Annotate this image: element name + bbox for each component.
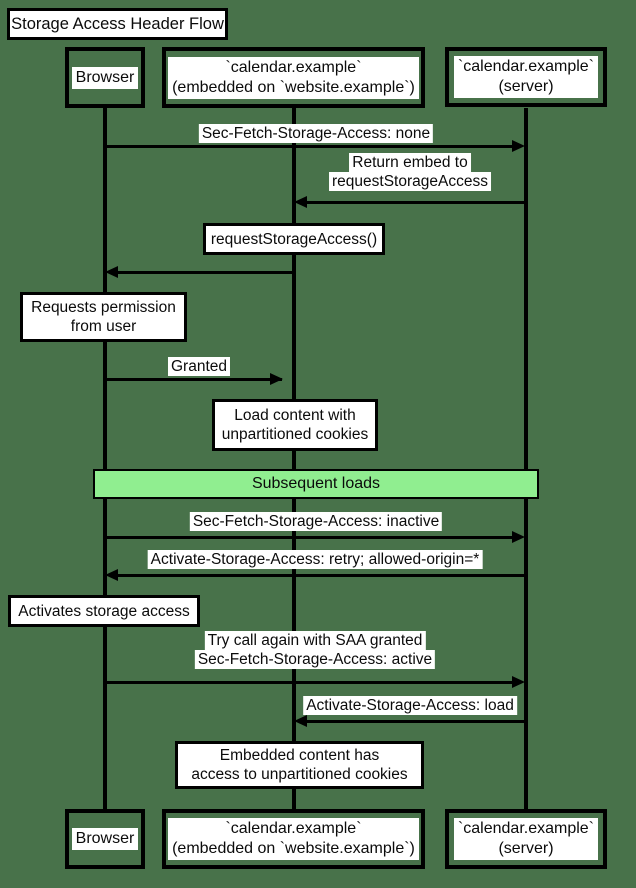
note-load-content: Load content with unpartitioned cookies (212, 399, 378, 451)
note-line: Embedded content has (219, 747, 380, 764)
participant-label: `calendar.example` (server) (453, 56, 599, 98)
note-line: from user (70, 318, 137, 335)
diagram-title: Storage Access Header Flow (7, 8, 228, 40)
message-label-line: Sec-Fetch-Storage-Access: inactive (189, 512, 443, 531)
divider-subsequent-loads: Subsequent loads (93, 469, 539, 499)
message-label-line: Sec-Fetch-Storage-Access: none (198, 124, 434, 143)
message-6-arrow (117, 574, 526, 577)
note-embedded-content-access: Embedded content has access to unpartiti… (175, 741, 424, 789)
note-request-storage-access: requestStorageAccess() (203, 223, 385, 255)
participant-box-server-bottom: `calendar.example` (server) (445, 809, 607, 869)
note-line: unpartitioned cookies (221, 426, 369, 443)
message-4-arrow (105, 378, 282, 381)
participant-label-line: `calendar.example` (457, 58, 595, 75)
message-label-line: requestStorageAccess (329, 172, 491, 191)
participant-label: Browser (71, 828, 139, 850)
note-line: access to unpartitioned cookies (191, 766, 408, 783)
participant-label: `calendar.example` (embedded on `website… (168, 818, 419, 860)
note-line: requestStorageAccess() (210, 230, 378, 248)
message-label-line: Return embed to (349, 153, 471, 172)
lifeline-browser (103, 108, 107, 809)
participant-label: `calendar.example` (embedded on `website… (168, 56, 419, 99)
arrowhead-left-icon (294, 196, 307, 208)
message-label-line: Sec-Fetch-Storage-Access: active (194, 650, 436, 669)
participant-box-server-top: `calendar.example` (server) (445, 47, 607, 107)
note-line: Activates storage access (18, 602, 190, 620)
lifeline-server (524, 108, 528, 809)
participant-label-line: (embedded on `website.example`) (172, 840, 415, 857)
note-activates-storage-access: Activates storage access (8, 595, 200, 627)
message-7-arrow (105, 681, 514, 684)
arrowhead-left-icon (294, 715, 307, 727)
participant-label-line: (embedded on `website.example`) (172, 78, 415, 96)
note-requests-permission: Requests permission from user (20, 292, 187, 342)
participant-box-browser-top: Browser (65, 47, 145, 108)
message-2-label: Return embed to requestStorageAccess (329, 153, 491, 191)
message-3-arrow (117, 271, 294, 274)
message-1-arrow (105, 145, 514, 148)
message-5-label: Sec-Fetch-Storage-Access: inactive (189, 512, 443, 531)
participant-label-line: (server) (498, 840, 554, 857)
divider-label: Subsequent loads (251, 475, 381, 492)
arrowhead-right-icon (512, 676, 525, 688)
diagram-title-text: Storage Access Header Flow (11, 14, 224, 33)
message-label-line: Granted (167, 357, 231, 376)
note-line: Requests permission (31, 299, 176, 316)
participant-box-embed-top: `calendar.example` (embedded on `website… (162, 47, 425, 108)
message-label-line: Try call again with SAA granted (204, 631, 426, 650)
participant-label-line: `calendar.example` (457, 820, 595, 837)
participant-label-line: `calendar.example` (225, 820, 362, 837)
message-4-label: Granted (167, 357, 231, 376)
arrowhead-right-icon (270, 373, 283, 385)
participant-label-line: (server) (498, 78, 554, 95)
message-label-line: Activate-Storage-Access: load (303, 696, 517, 715)
arrowhead-right-icon (512, 531, 525, 543)
arrowhead-left-icon (105, 266, 118, 278)
message-5-arrow (105, 536, 514, 539)
lifeline-embed (292, 108, 296, 809)
participant-label: `calendar.example` (server) (453, 818, 599, 860)
participant-label-line: Browser (75, 830, 135, 847)
participant-box-embed-bottom: `calendar.example` (embedded on `website… (162, 809, 425, 869)
message-2-arrow (306, 201, 526, 204)
arrowhead-right-icon (512, 140, 525, 152)
message-label-line: Activate-Storage-Access: retry; allowed-… (147, 550, 483, 569)
participant-box-browser-bottom: Browser (65, 809, 145, 869)
participant-label-line: `calendar.example` (225, 58, 362, 76)
arrowhead-left-icon (105, 569, 118, 581)
message-6-label: Activate-Storage-Access: retry; allowed-… (147, 550, 483, 569)
message-1-label: Sec-Fetch-Storage-Access: none (198, 124, 434, 143)
participant-label-line: Browser (75, 68, 135, 86)
message-8-label: Activate-Storage-Access: load (303, 696, 517, 715)
participant-label: Browser (71, 66, 139, 89)
message-8-arrow (306, 720, 526, 723)
note-line: Load content with (234, 407, 356, 424)
message-7-label: Try call again with SAA granted Sec-Fetc… (194, 631, 436, 669)
